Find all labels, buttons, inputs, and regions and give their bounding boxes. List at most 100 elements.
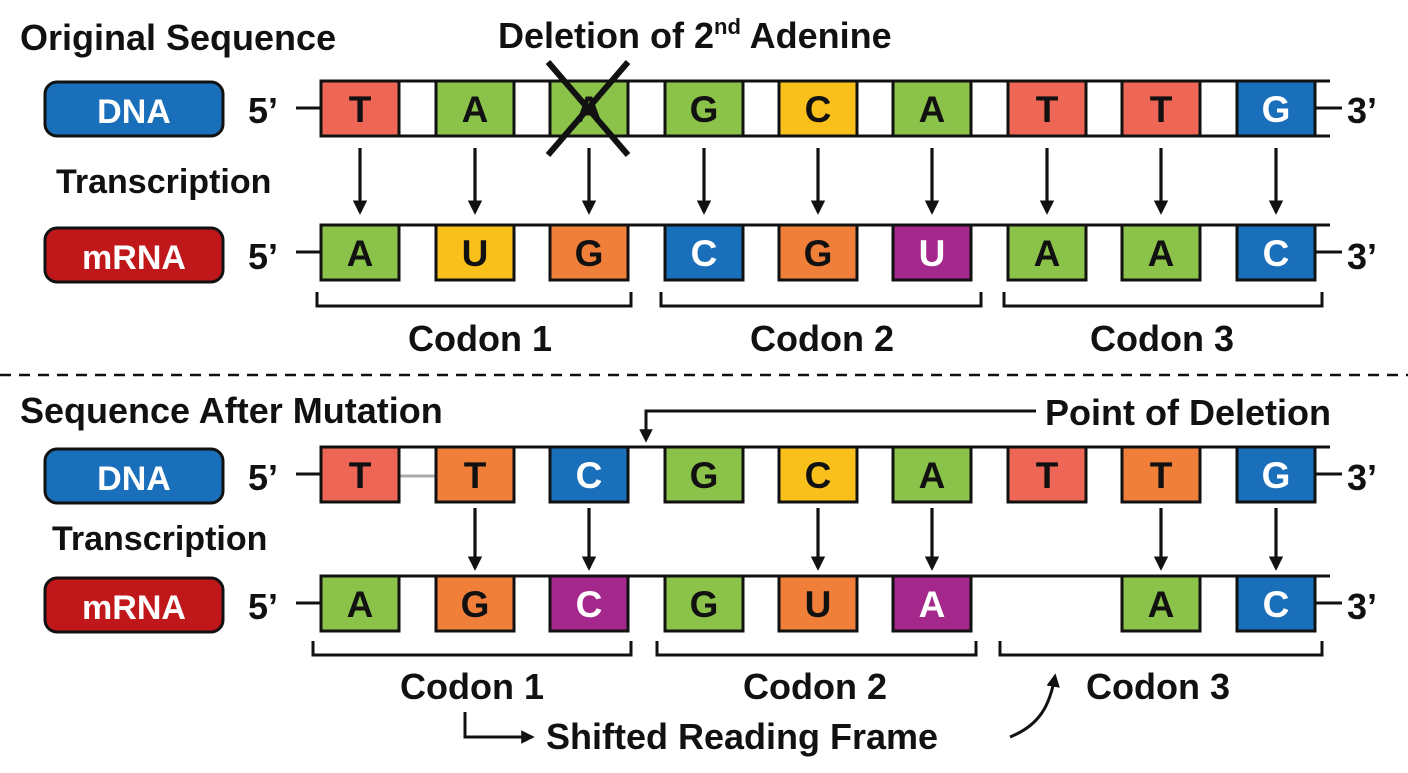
top-mrna-base-letter-3: G: [575, 233, 604, 274]
top-mrna-base-letter-9: C: [1263, 233, 1290, 274]
top-dna-label: DNA: [97, 93, 171, 131]
top-mrna-base-8: A: [1120, 223, 1202, 282]
bottom-dna-5prime: 5’: [248, 457, 278, 498]
top-dna-base-4: G: [663, 79, 745, 138]
top-title: Original Sequence: [20, 17, 336, 58]
bottom-mrna-label: mRNA: [82, 589, 186, 627]
bottom-mrna-base-6: A: [891, 574, 973, 633]
top-codon-bracket-2: [659, 292, 983, 308]
bottom-dna-base-4: G: [663, 445, 745, 504]
bottom-mrna-3prime: 3’: [1347, 586, 1377, 627]
bottom-dna-base-letter-8: T: [1150, 455, 1173, 496]
top-dna-pill: DNA: [43, 80, 225, 138]
bottom-codon-bracket-3: [998, 641, 1324, 657]
point-of-deletion-arrow: [639, 409, 1036, 443]
bottom-mrna-base-2: G: [434, 574, 516, 633]
bottom-transcription-arrows: [467, 508, 1284, 571]
bottom-mrna-base-letter-9: C: [1263, 584, 1290, 625]
bottom-mrna-base-5: U: [777, 574, 859, 633]
top-mrna-pill: mRNA: [43, 226, 225, 284]
shifted-reading-frame-label: Shifted Reading Frame: [546, 716, 938, 757]
top-mrna-base-letter-7: A: [1034, 233, 1061, 274]
bottom-codon-brackets: [311, 641, 1324, 657]
bottom-mrna-base-9: C: [1235, 574, 1317, 633]
top-dna-base-letter-9: G: [1262, 89, 1291, 130]
bottom-dna-base-letter-3: C: [576, 455, 603, 496]
bottom-dna-base-8: T: [1120, 445, 1202, 504]
top-codon-1: Codon 1: [408, 318, 552, 359]
bottom-codon-bracket-1: [311, 641, 633, 657]
top-mrna-base-4: C: [663, 223, 745, 282]
top-mrna-base-6: U: [891, 223, 973, 282]
top-mrna-base-letter-4: C: [691, 233, 718, 274]
point-of-deletion-label: Point of Deletion: [1045, 392, 1331, 433]
top-mrna-base-2: U: [434, 223, 516, 282]
bottom-dna-base-3: C: [548, 445, 630, 504]
bottom-dna-base-letter-4: G: [690, 455, 719, 496]
deletion-title: Deletion of 2nd Adenine: [498, 14, 892, 56]
top-dna-5prime: 5’: [248, 90, 278, 131]
bottom-mrna-base-letter-8: A: [1148, 584, 1175, 625]
bottom-dna-base-5: C: [777, 445, 859, 504]
top-deletion-cross: [545, 60, 631, 157]
bottom-dna-base-letter-5: C: [805, 455, 832, 496]
bottom-dna-base-letter-9: G: [1262, 455, 1291, 496]
top-mrna-base-letter-8: A: [1148, 233, 1175, 274]
bottom-transcription-label: Transcription: [52, 520, 267, 558]
top-codon-bracket-1: [315, 292, 633, 308]
bottom-mrna-base-letter-1: A: [347, 584, 374, 625]
bottom-dna-base-7: T: [1006, 445, 1088, 504]
bottom-codon-1: Codon 1: [400, 666, 544, 707]
bottom-mrna-base-letter-5: U: [805, 584, 832, 625]
bottom-dna-base-letter-2: T: [464, 455, 487, 496]
bottom-dna-base-letter-7: T: [1036, 455, 1059, 496]
bottom-mrna-base-letter-6: A: [919, 584, 946, 625]
top-dna-base-6: A: [891, 79, 973, 138]
top-mrna-base-7: A: [1006, 223, 1088, 282]
bottom-mrna-base-letter-4: G: [690, 584, 719, 625]
top-dna-base-letter-8: T: [1150, 89, 1173, 130]
bottom-dna-base-6: A: [891, 445, 973, 504]
bottom-mrna-base-3: C: [548, 574, 630, 633]
top-mrna-base-letter-6: U: [919, 233, 946, 274]
top-mrna-base-5: G: [777, 223, 859, 282]
top-transcription-arrows: [352, 148, 1284, 215]
top-dna-base-letter-7: T: [1036, 89, 1059, 130]
top-mrna-base-3: G: [548, 223, 630, 282]
top-mrna-5prime: 5’: [248, 236, 278, 277]
top-codon-2: Codon 2: [750, 318, 894, 359]
top-mrna-base-9: C: [1235, 223, 1317, 282]
bottom-title: Sequence After Mutation: [20, 390, 443, 431]
top-dna-base-letter-4: G: [690, 89, 719, 130]
bottom-dna-base-letter-6: A: [919, 455, 946, 496]
top-dna-base-9: G: [1235, 79, 1317, 138]
bottom-mrna-base-letter-2: G: [461, 584, 490, 625]
bottom-dna-base-letter-1: T: [349, 455, 372, 496]
top-mrna-base-1: A: [319, 223, 401, 282]
top-codon-3: Codon 3: [1090, 318, 1234, 359]
bottom-mrna-5prime: 5’: [248, 586, 278, 627]
bottom-dna-label: DNA: [97, 460, 171, 498]
top-mrna-3prime: 3’: [1347, 236, 1377, 277]
top-dna-base-8: T: [1120, 79, 1202, 138]
top-dna-base-letter-2: A: [462, 89, 489, 130]
top-dna-strand: TAAGCATTG: [296, 79, 1342, 138]
bottom-mrna-pill: mRNA: [43, 576, 225, 634]
top-dna-3prime: 3’: [1347, 90, 1377, 131]
top-mrna-base-letter-2: U: [462, 233, 489, 274]
top-transcription-label: Transcription: [56, 163, 271, 201]
shift-elbow-arrow: [463, 712, 535, 744]
top-dna-base-letter-5: C: [805, 89, 832, 130]
bottom-mrna-base-4: G: [663, 574, 745, 633]
bottom-dna-base-9: G: [1235, 445, 1317, 504]
top-dna-base-5: C: [777, 79, 859, 138]
top-mrna-label: mRNA: [82, 239, 186, 277]
top-mrna-base-letter-1: A: [347, 233, 374, 274]
shift-curve-arrow: [1009, 673, 1060, 739]
top-codon-bracket-3: [1002, 292, 1324, 308]
bottom-dna-3prime: 3’: [1347, 457, 1377, 498]
